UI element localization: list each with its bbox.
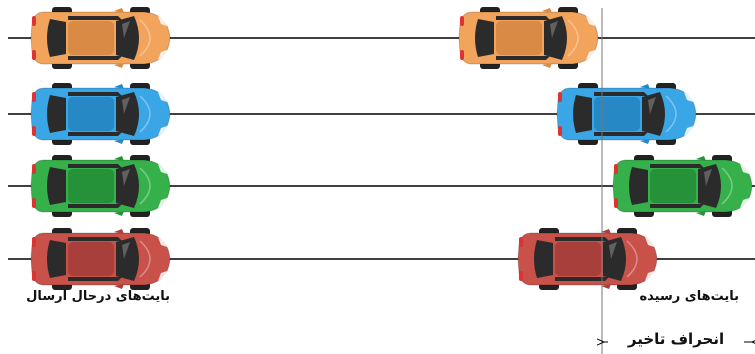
jitter-label: انحراف تاخیر [608, 330, 744, 348]
sending-bytes-label: بایت‌های درحال ارسال [10, 289, 170, 304]
sending-car-red [31, 228, 170, 290]
lanes-layer [8, 38, 755, 259]
arrived-car-blue [557, 83, 696, 145]
sending-car-orange [31, 7, 170, 69]
arrived-car-orange [459, 7, 598, 69]
arrived-car-red [518, 228, 657, 290]
arrived-bytes-label: بایت‌های رسیده [579, 289, 739, 304]
sending-car-blue [31, 83, 170, 145]
cars-layer [31, 7, 752, 290]
arrived-car-green [613, 155, 752, 217]
sending-car-green [31, 155, 170, 217]
